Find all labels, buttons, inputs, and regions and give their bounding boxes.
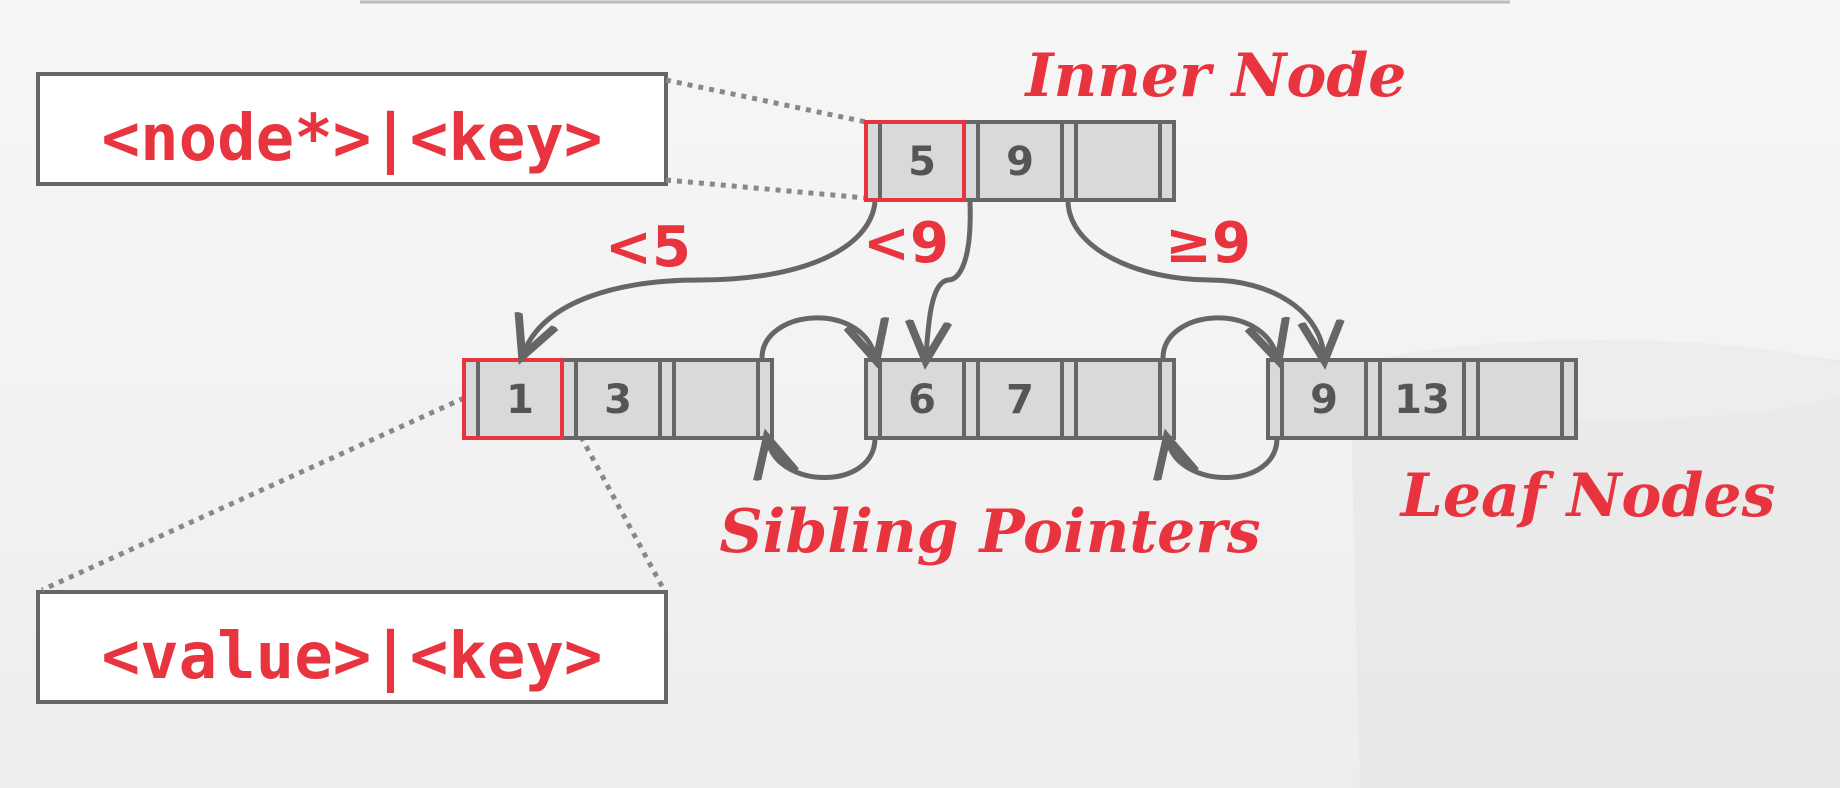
inner-entry-highlight [864,120,966,202]
pointer-slot [1364,358,1382,440]
node-key: 9 [1006,139,1034,185]
leader-line [665,177,867,201]
pointer-slot [1462,358,1480,440]
key-slot [976,358,1064,440]
pointer-slot [1560,358,1578,440]
sibling-pointer-back [768,438,878,478]
leader-line [665,77,867,125]
pointer-slot [756,358,774,440]
node-key: 13 [1394,377,1450,423]
key-slot [1378,358,1466,440]
pointer-slot [962,120,980,202]
node-key: 9 [1310,377,1338,423]
pointer-slot [864,120,882,202]
edge-label-lt5: <5 [605,215,691,280]
pointer-slot [560,358,578,440]
key-slot [1476,358,1564,440]
pointer-slot [462,358,480,440]
sibling-pointer-forward [759,315,875,358]
sibling-pointer-forward [1160,315,1277,358]
inner-entry-format: <node*>|<key> [102,102,603,176]
leader-line [40,395,466,593]
leaf-nodes-label: Leaf Nodes [1399,461,1776,531]
inner-entry-callout: <node*>|<key> [36,72,668,186]
pointer-slot [658,358,676,440]
node-key: 1 [506,377,534,423]
pointer-slot [864,358,882,440]
sibling-pointer-back [1168,438,1280,478]
leaf-entry-format: <value>|<key> [102,620,603,694]
child-pointer-lt9 [926,201,973,356]
sibling-pointers-label: Sibling Pointers [719,497,1260,567]
key-slot [1074,358,1162,440]
node-key: 6 [908,377,936,423]
leaf-node: 9 13 [1266,358,1578,440]
leaf-entry-callout: <value>|<key> [36,590,668,704]
callout-box [36,72,668,186]
callout-box [36,590,668,704]
key-slot [574,358,662,440]
key-slot [878,358,966,440]
pointer-slot [1158,120,1176,202]
pointer-slot [1266,358,1284,440]
inner-node-label: Inner Node [1024,41,1407,111]
edge-label-ge9: ≥9 [1165,211,1251,276]
pointer-slot [962,358,980,440]
node-key: 7 [1006,377,1034,423]
pointer-slot [1060,120,1078,202]
child-pointer-lt5 [524,201,878,352]
leaf-entry-highlight [462,358,564,440]
key-slot [976,120,1064,202]
edge-label-lt9: <9 [863,211,949,276]
node-key: 5 [908,139,936,185]
key-slot [672,358,760,440]
key-slot [1074,120,1162,202]
node-key: 3 [604,377,632,423]
pointer-slot [1060,358,1078,440]
pointer-slot [1158,358,1176,440]
child-pointer-ge9 [1065,201,1324,356]
